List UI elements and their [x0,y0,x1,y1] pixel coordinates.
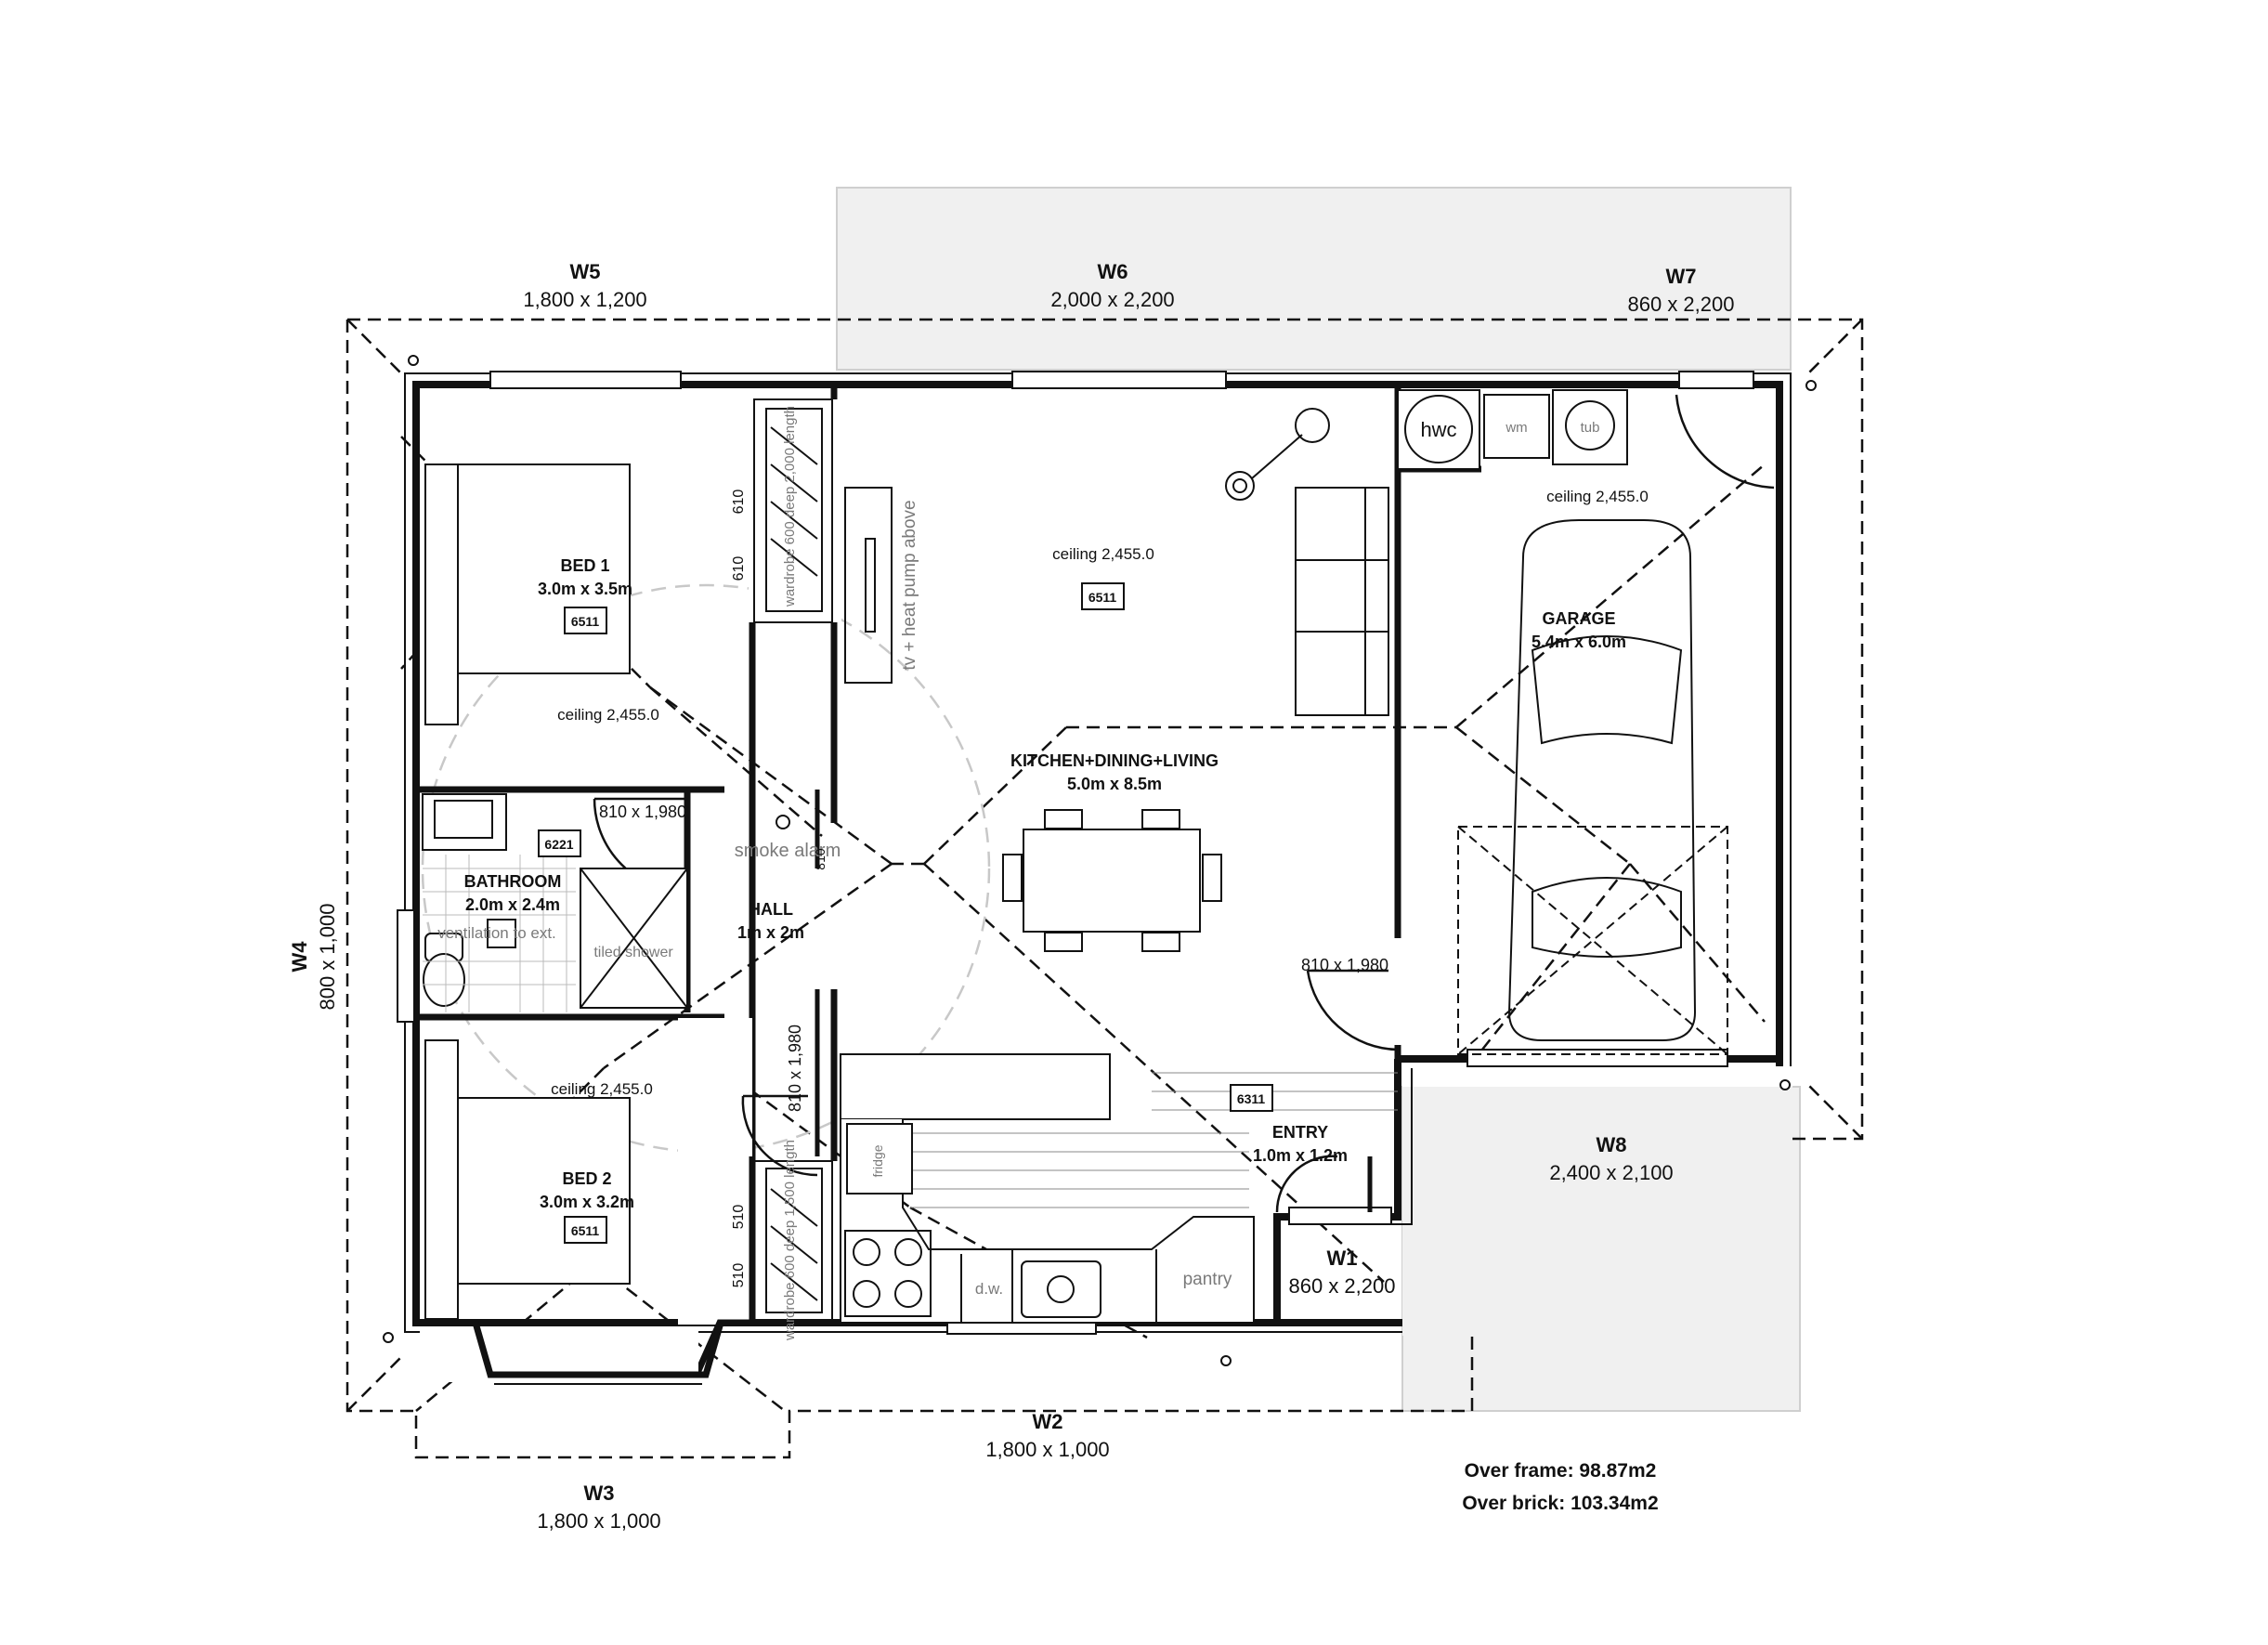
bed1-size: 3.0m x 3.5m [538,580,632,598]
tub-label: tub [1581,420,1600,436]
entry-size: 1.0m x 1.2m [1253,1146,1348,1165]
dim-510a: 510 [731,1205,747,1230]
lamp [1225,408,1330,501]
living-name: KITCHEN+DINING+LIVING [1010,751,1219,770]
room-labels: BED 1 3.0m x 3.5m 6511 ceiling 2,455.0 c… [464,488,1649,1238]
laundry-fixtures [1397,389,1628,470]
window-labels: W5 1,800 x 1,200 W6 2,000 x 2,200 W7 860… [288,260,1734,1533]
area-summary: Over frame: 98.87m2 Over brick: 103.34m2 [1462,1460,1658,1514]
door-bath-label: 810 x 1,980 [599,803,686,821]
bathroom-fixtures [422,793,688,1009]
bed2-name: BED 2 [562,1169,611,1188]
w1-size: 860 x 2,200 [1289,1274,1396,1298]
ventilation-label: ventilation to ext. [437,924,556,942]
dim-610a: 610 [731,490,747,515]
fixture-labels: smoke alarm tv + heat pump above hwc wm … [437,406,1599,1341]
wardrobe-bed2 [753,1160,833,1322]
garage-ceiling: ceiling 2,455.0 [1546,488,1649,505]
w7-label: W7 [1666,265,1697,288]
car [1507,519,1697,1041]
wardrobe2-label: wardrobe 600 deep 1,500 length [782,1140,798,1341]
w2-label: W2 [1033,1410,1063,1433]
door-living-label: 810 x 1,980 [1301,956,1388,974]
w7-size: 860 x 2,200 [1628,293,1735,316]
kitchen-sink [1021,1260,1101,1318]
bath-tiles [423,855,576,1012]
w5-label: W5 [570,260,601,283]
entry-code: 6311 [1237,1091,1266,1106]
w5-size: 1,800 x 1,200 [523,288,646,311]
bed1-ceiling: ceiling 2,455.0 [557,706,659,724]
bathroom-code: 6221 [544,837,573,852]
corner-markers [383,355,1817,1366]
over-brick: Over brick: 103.34m2 [1462,1493,1658,1514]
living-code: 6511 [1088,590,1117,605]
dim-510b: 510 [731,1263,747,1288]
w3-size: 1,800 x 1,000 [537,1509,660,1533]
bed2-ceiling: ceiling 2,455.0 [551,1080,653,1098]
w3-label: W3 [584,1482,615,1505]
deck-area [836,187,1792,371]
fridge [846,1123,913,1195]
living-ceiling: ceiling 2,455.0 [1052,545,1154,563]
doors [593,394,1775,1213]
entry-name: ENTRY [1272,1123,1328,1142]
w6-size: 2,000 x 2,200 [1050,288,1174,311]
floor-boards [906,1072,1398,1208]
smoke-alarm-label: smoke alarm [735,841,841,861]
sofa [1295,487,1389,716]
tv-unit [844,487,893,684]
w4-size: 800 x 1,000 [316,904,339,1011]
smoke-alarm-icon [776,815,790,829]
bed2-furniture [424,1039,631,1320]
w4-label: W4 [288,941,311,973]
dining-table [1002,809,1222,952]
shower-label: tiled shower [593,945,673,960]
bed2-size: 3.0m x 3.2m [540,1193,634,1211]
parking-area [1457,826,1728,1055]
wm-label: wm [1505,420,1527,436]
bed1-name: BED 1 [560,556,609,575]
bed2-code: 6511 [571,1223,600,1238]
pantry-label: pantry [1183,1270,1232,1289]
living-size: 5.0m x 8.5m [1067,775,1162,793]
w8-label: W8 [1597,1133,1627,1156]
room-code-boxes [538,582,1273,1244]
garage-bottom-wall [1398,385,1783,1063]
w2-size: 1,800 x 1,000 [985,1438,1109,1461]
wardrobe1-label: wardrobe 600 deep 2,000 length [782,406,798,607]
garage-size: 5.4m x 6.0m [1532,633,1626,651]
door-small-label: 810 [813,848,828,870]
hall-size: 1m x 2m [737,923,804,942]
dw-label: d.w. [975,1280,1003,1298]
over-frame: Over frame: 98.87m2 [1465,1460,1657,1482]
hwc-label: hwc [1420,418,1456,441]
bathroom-size: 2.0m x 2.4m [465,895,560,914]
bed1-code: 6511 [571,614,600,629]
bed1-furniture [424,463,631,725]
bathroom-name: BATHROOM [464,872,562,891]
dim-610b: 610 [731,556,747,581]
hall-name: HALL [749,900,793,919]
w8-size: 2,400 x 2,100 [1549,1161,1673,1184]
garage-name: GARAGE [1542,609,1615,628]
kitchen-bench [840,1053,1255,1324]
wardrobe-bed1 [753,398,833,623]
w6-label: W6 [1098,260,1128,283]
fridge-label: fridge [870,1144,885,1177]
stove [844,1230,932,1317]
tv-label: tv + heat pump above [900,500,919,670]
w1-label: W1 [1327,1247,1358,1270]
door-bed2-label: 810 x 1,980 [786,1025,804,1112]
